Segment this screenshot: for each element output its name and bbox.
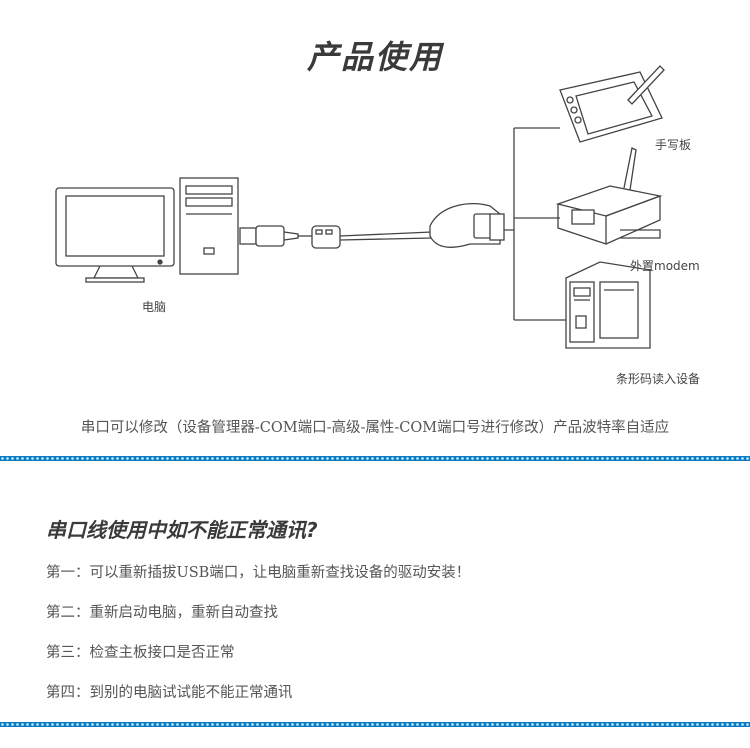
com-port-caption: 串口可以修改（设备管理器-COM端口-高级-属性-COM端口号进行修改）产品波特…	[80, 420, 670, 436]
faq-step-4: 第四：到别的电脑试试能不能正常通讯	[46, 685, 293, 701]
computer-label: 电脑	[142, 300, 167, 314]
computer-tower-icon	[179, 177, 239, 275]
divider-bottom	[0, 722, 750, 727]
usb-to-serial-adapter-icon	[429, 203, 505, 248]
faq-title: 串口线使用中如不能正常通讯?	[46, 518, 318, 542]
tablet-label: 手写板	[655, 138, 692, 152]
divider-top	[0, 456, 750, 461]
computer-monitor-icon	[55, 187, 175, 283]
drawing-tablet-icon	[559, 65, 665, 143]
external-modem-icon	[555, 147, 663, 245]
barcode-device-label: 条形码读入设备	[616, 372, 701, 386]
faq-step-1: 第一：可以重新插拔USB端口，让电脑重新查找设备的驱动安装！	[46, 565, 471, 581]
faq-step-2: 第二：重新启动电脑，重新自动查找	[46, 605, 278, 621]
ferrite-core	[311, 225, 341, 249]
faq-step-3: 第三：检查主板接口是否正常	[46, 645, 235, 661]
usb-serial-connection-diagram	[55, 65, 665, 349]
barcode-reader-device-icon	[565, 261, 651, 349]
page-title: 产品使用	[306, 38, 443, 76]
modem-label: 外置modem	[630, 259, 700, 273]
connection-lines	[504, 127, 566, 321]
usb-plug-icon	[239, 225, 299, 247]
